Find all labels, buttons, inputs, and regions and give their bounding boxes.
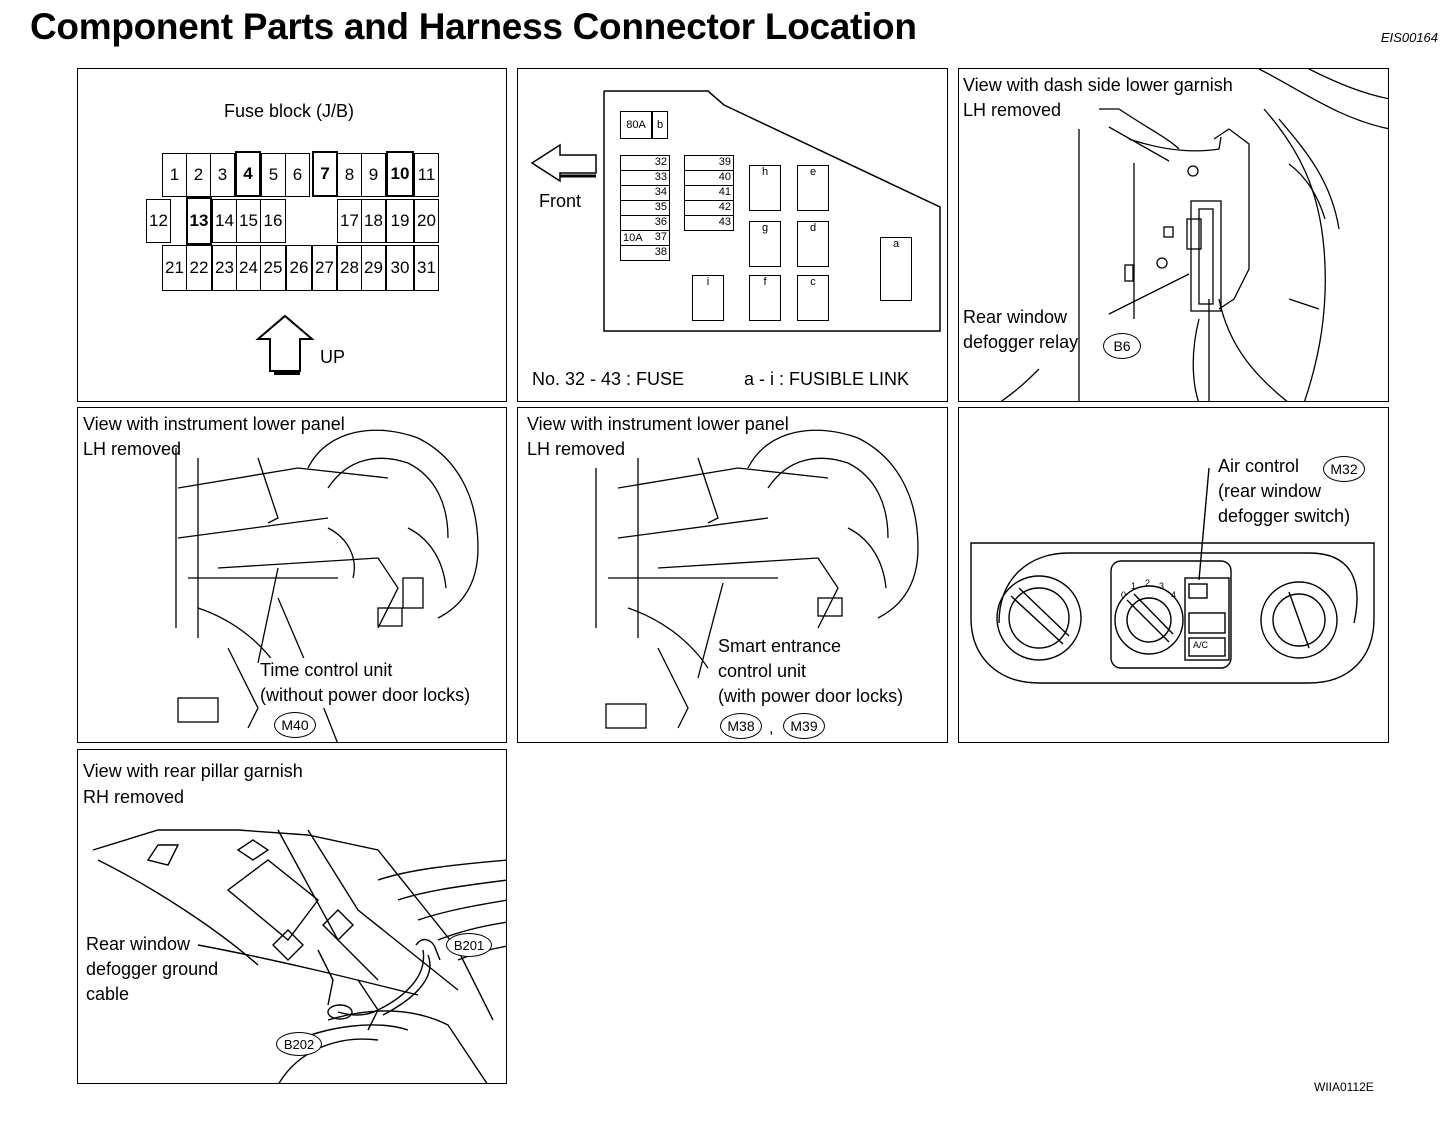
fuse-cell: 25 (260, 245, 286, 291)
fuse-block-title: Fuse block (J/B) (224, 101, 355, 121)
ground-part-line2: defogger ground (86, 957, 219, 982)
connector-m39: M39 (783, 713, 825, 739)
smart-part-line1: Smart entrance (718, 634, 842, 659)
ground-part-line3: cable (86, 982, 130, 1007)
fuse-slot: 35 (620, 200, 670, 216)
fuse-slot: 32 (620, 155, 670, 171)
connector-b6: B6 (1103, 333, 1141, 359)
fuse-cell: 31 (414, 245, 439, 291)
fuse-cell: 3 (210, 153, 235, 197)
fuse-block-panel: Fuse block (J/B) 1 2 3 4 5 6 7 8 9 10 11… (77, 68, 507, 402)
fan-mark-4: 4 (1171, 590, 1177, 600)
fuse-cell: 9 (361, 153, 386, 197)
fuse-cell: 18 (361, 199, 386, 243)
smart-part-line2: control unit (718, 659, 807, 684)
fusible-link-box-outline (530, 90, 941, 332)
connector-b202: B202 (276, 1032, 322, 1056)
page-title: Component Parts and Harness Connector Lo… (30, 6, 917, 47)
fuse-cell: 4 (235, 151, 261, 197)
smart-view-line1: View with instrument lower panel (527, 414, 789, 434)
fuse-10a-label: 10A (623, 232, 643, 244)
fan-mark-0: 0 (1121, 590, 1127, 600)
smart-entrance-panel: View with instrument lower panel LH remo… (517, 407, 948, 743)
fuse-cell: 12 (146, 199, 171, 243)
air-part-line3: defogger switch) (1218, 506, 1351, 526)
fuse-slot: 42 (684, 200, 734, 216)
fan-mark-2: 2 (1145, 578, 1151, 588)
fusible-link-g: g (749, 221, 781, 267)
fuse-cell: 26 (286, 245, 312, 291)
smart-entrance-location-drawing (595, 429, 919, 729)
figure-id: WIIA0112E (1314, 1080, 1374, 1094)
legend-fuse: No. 32 - 43 : FUSE (532, 369, 685, 389)
relay-panel: View with dash side lower garnish LH rem… (958, 68, 1389, 402)
time-part-line1: Time control unit (260, 658, 393, 683)
fan-mark-3: 3 (1159, 581, 1165, 591)
fusible-link-panel: Front 80A b 32 33 34 35 36 37 38 10A 39 … (517, 68, 948, 402)
fuse-cell: 16 (260, 199, 286, 243)
relay-view-line1: View with dash side lower garnish (963, 75, 1233, 95)
fuse-slot: 40 (684, 170, 734, 186)
fuse-cell: 6 (285, 153, 310, 197)
fuse-slot: 43 (684, 215, 734, 231)
fusible-link-c: c (797, 275, 829, 321)
front-label: Front (539, 191, 582, 211)
fuse-slot: 33 (620, 170, 670, 186)
air-part-line2: (rear window (1218, 481, 1322, 501)
fan-mark-1: 1 (1131, 581, 1137, 591)
air-control-panel: Air control M32 (rear window defogger sw… (958, 407, 1389, 743)
air-control-drawing (970, 467, 1375, 684)
relay-part-line1: Rear window (963, 305, 1068, 330)
fusible-link-e: e (797, 165, 829, 211)
relay-part-line2: defogger relay (963, 330, 1079, 355)
fusible-link-h: h (749, 165, 781, 211)
relay-view-line2: LH removed (963, 100, 1062, 120)
connector-m32: M32 (1323, 456, 1365, 482)
fuse-slot: 39 (684, 155, 734, 171)
time-part-line2: (without power door locks) (260, 683, 471, 708)
fusible-link-f: f (749, 275, 781, 321)
fuse-cell: 10 (386, 151, 414, 197)
fusible-link-a: a (880, 237, 912, 301)
time-view-line1: View with instrument lower panel (83, 414, 345, 434)
time-control-panel: View with instrument lower panel LH remo… (77, 407, 507, 743)
fuse-cell: 30 (386, 245, 414, 291)
fuse-cell: 22 (186, 245, 212, 291)
air-part-line1: Air control (1218, 456, 1300, 476)
document-code: EIS00164 (1380, 30, 1438, 45)
time-control-location-drawing (175, 429, 479, 742)
fuse-slot: 41 (684, 185, 734, 201)
legend-fusible-link: a - i : FUSIBLE LINK (744, 369, 910, 389)
fuse-slot: 34 (620, 185, 670, 201)
fusible-link-d: d (797, 221, 829, 267)
fuse-80a: 80A (620, 111, 652, 139)
connector-separator: , (769, 720, 774, 737)
fusible-link-i: i (692, 275, 724, 321)
ac-button-label: A/C (1193, 640, 1209, 650)
time-view-line2: LH removed (83, 439, 182, 459)
relay-location-drawing (1000, 69, 1388, 401)
connector-m38: M38 (720, 713, 762, 739)
fuse-cell: 13 (186, 197, 212, 245)
connector-m40: M40 (274, 712, 316, 738)
ground-view-line1: View with rear pillar garnish (83, 761, 303, 781)
fuse-cell: 29 (361, 245, 386, 291)
smart-view-line2: LH removed (527, 439, 626, 459)
up-arrow-icon (255, 314, 315, 375)
up-label: UP (320, 347, 346, 367)
ground-view-line2: RH removed (83, 787, 185, 807)
fuse-cell: 11 (414, 153, 439, 197)
fuse-b: b (652, 111, 668, 139)
front-arrow-icon (530, 143, 597, 183)
fuse-cell: 27 (312, 245, 337, 291)
smart-part-line3: (with power door locks) (718, 684, 904, 709)
fuse-cell: 20 (414, 199, 439, 243)
fuse-cell: 19 (386, 199, 414, 243)
fuse-slot: 38 (620, 245, 670, 261)
fuse-slot: 36 (620, 215, 670, 231)
connector-b201: B201 (446, 933, 492, 957)
ground-cable-panel: View with rear pillar garnish RH removed… (77, 749, 507, 1084)
ground-part-line1: Rear window (86, 932, 191, 957)
